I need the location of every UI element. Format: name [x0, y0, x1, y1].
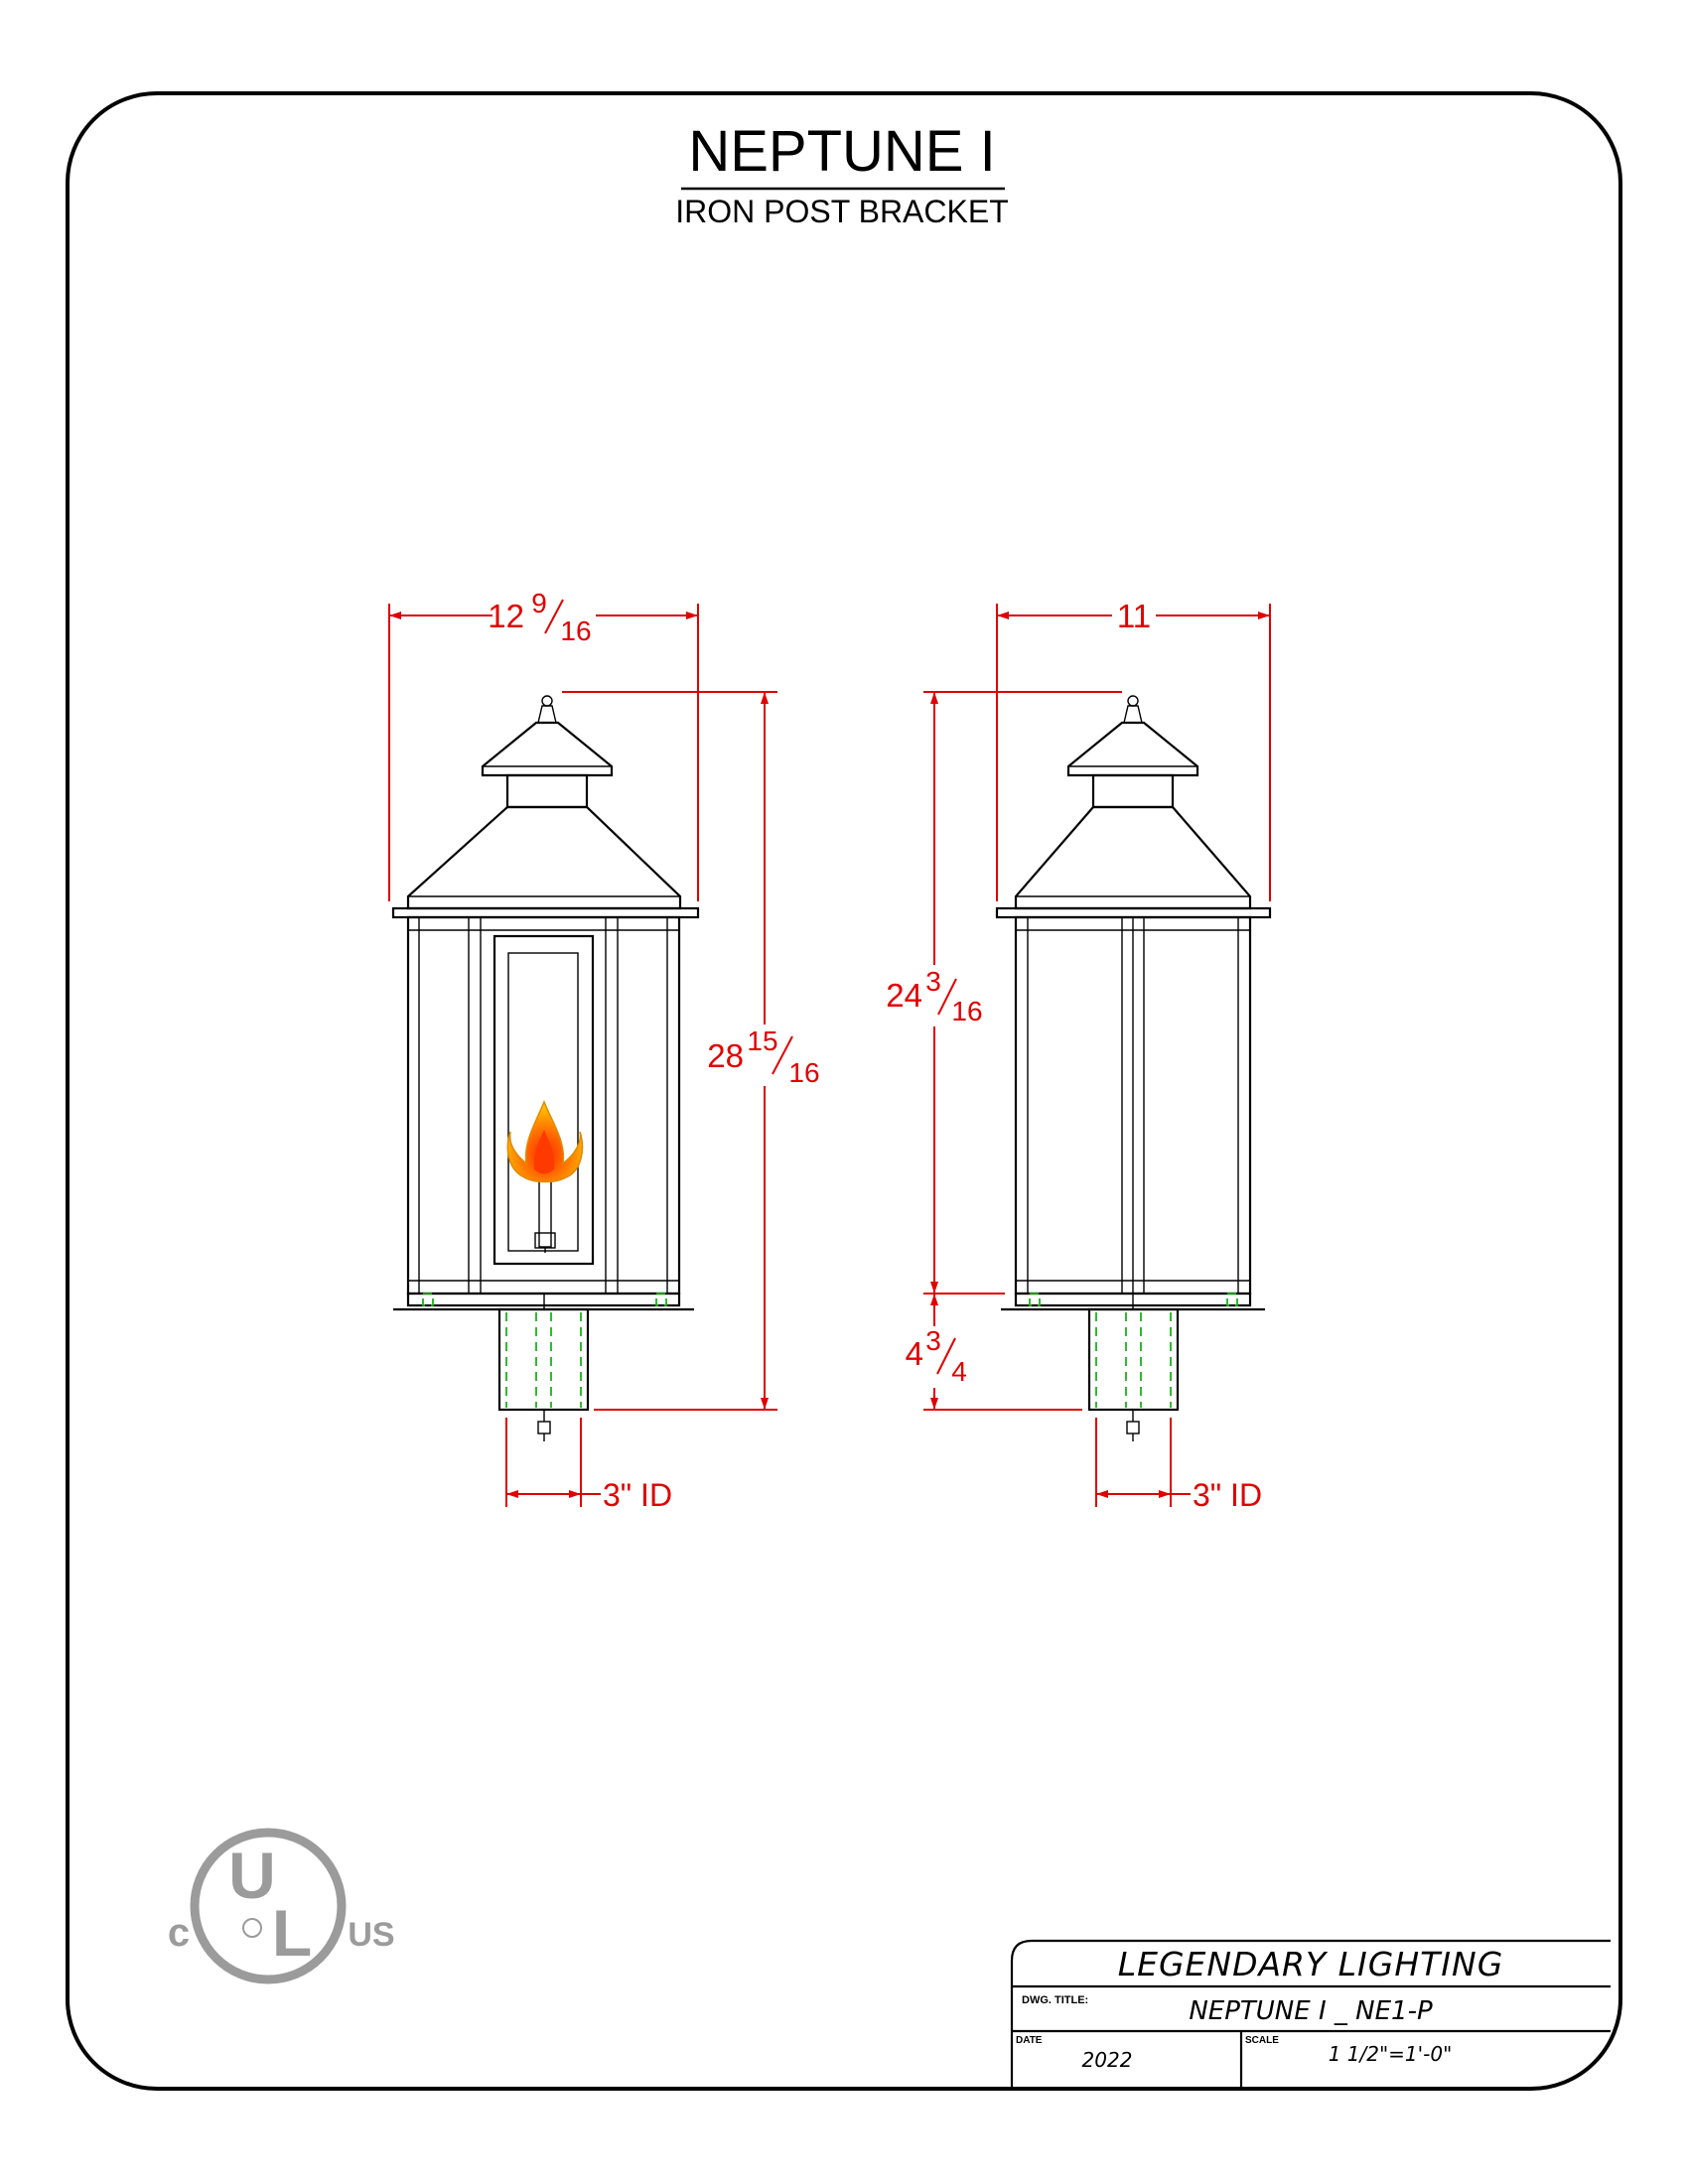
front-door-glass — [507, 952, 579, 1252]
drawing-subtitle: IRON POST BRACKET — [675, 194, 1008, 229]
side-set-screws — [1029, 1293, 1238, 1306]
front-eave — [391, 906, 700, 919]
side-gas-valve — [1126, 1410, 1140, 1441]
side-stiles — [1016, 917, 1250, 1294]
front-fitter-hidden-lines — [505, 1312, 582, 1408]
scale-label: SCALE — [1245, 2035, 1279, 2046]
date-value: 2022 — [1082, 2048, 1133, 2072]
side-eave — [995, 906, 1272, 919]
side-body-den: 16 — [951, 996, 982, 1026]
side-roof — [1014, 805, 1252, 910]
dwg-title-label: DWG. TITLE: — [1022, 1994, 1088, 2006]
front-dimensions: 12 9 16 28 15 16 3" ID — [388, 588, 822, 1513]
side-post-label: 3" ID — [1193, 1477, 1262, 1513]
front-view — [391, 695, 700, 1441]
dwg-title-value: NEPTUNE I _ NE1-P — [1189, 1996, 1433, 2026]
front-burner — [534, 1176, 556, 1253]
front-height-whole: 28 — [707, 1037, 744, 1074]
side-neck — [1091, 773, 1175, 809]
scale-value: 1 1/2"=1'-0" — [1329, 2042, 1453, 2066]
side-post-fitter — [1087, 1307, 1180, 1412]
front-width-whole: 12 — [488, 598, 524, 634]
company-name: LEGENDARY LIGHTING — [1118, 1945, 1504, 1983]
front-roof — [406, 805, 682, 910]
side-width-value: 11 — [1117, 598, 1151, 634]
front-height-den: 16 — [788, 1057, 819, 1088]
side-view — [995, 695, 1272, 1441]
title-block: LEGENDARY LIGHTING DWG. TITLE: NEPTUNE I… — [1010, 1939, 1611, 2089]
ul-mark-us: US — [348, 1916, 394, 1954]
front-width-den: 16 — [560, 615, 591, 646]
front-post-fitter — [497, 1307, 590, 1412]
flame-icon — [506, 1099, 584, 1183]
drawing-title: NEPTUNE I — [688, 119, 995, 184]
date-label: DATE — [1016, 2035, 1043, 2046]
side-top-cap — [1066, 721, 1199, 777]
side-post-num: 3 — [925, 1325, 941, 1356]
front-finial — [536, 695, 558, 724]
ul-mark-u: U — [228, 1839, 276, 1912]
ul-certification-mark: U L c US — [168, 1828, 395, 1984]
side-body-whole: 24 — [886, 977, 922, 1014]
side-dimensions: 11 24 3 16 4 3 4 3" ID — [876, 598, 1271, 1513]
side-fitter-hidden-lines — [1095, 1312, 1172, 1408]
side-post-whole: 4 — [906, 1335, 923, 1372]
side-post-den: 4 — [951, 1356, 967, 1387]
front-post-label: 3" ID — [603, 1477, 672, 1513]
front-set-screws — [422, 1293, 667, 1306]
front-neck — [505, 773, 589, 809]
front-height-num: 15 — [747, 1025, 777, 1056]
front-door — [492, 934, 595, 1266]
front-gas-valve — [537, 1410, 551, 1441]
sheet-border — [66, 91, 1622, 2091]
ul-mark-l: L — [272, 1896, 312, 1970]
side-finial — [1122, 695, 1144, 724]
front-width-num: 9 — [531, 588, 547, 618]
front-stiles — [418, 917, 668, 1294]
side-body-num: 3 — [925, 966, 941, 997]
front-top-cap — [481, 721, 614, 777]
ul-mark-c: c — [168, 1911, 190, 1955]
